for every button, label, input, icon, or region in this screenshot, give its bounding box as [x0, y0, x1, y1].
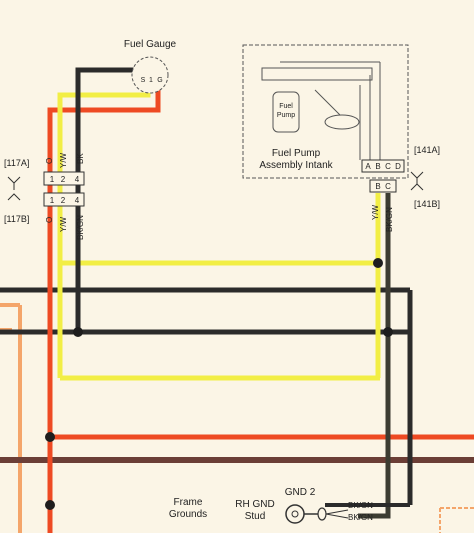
pin-117a-2: 2	[61, 175, 66, 184]
conn-141a-label: [141A]	[414, 145, 440, 155]
wire-label-o-top: O	[45, 158, 54, 164]
frame-ground-symbol-icon	[439, 507, 474, 533]
pin-141b-b: B	[375, 182, 380, 191]
pin-141a-d: D	[395, 162, 401, 171]
pin-117a-1: 1	[50, 175, 55, 184]
wire-label-yw-bot: Y/W	[59, 216, 68, 232]
conn-141b-label: [141B]	[414, 199, 440, 209]
gnd2-label: GND 2	[285, 487, 316, 498]
fuel-pump-label-2: Assembly Intank	[259, 160, 333, 171]
pin-141a-c: C	[385, 162, 391, 171]
gauge-pin-s: S	[141, 77, 146, 84]
pin-117b-2: 2	[61, 196, 66, 205]
connector-141: A B C D B C [141A] [141B]	[361, 145, 440, 209]
connector-symbol-icon	[7, 176, 21, 201]
frame-grounds-label-2: Grounds	[169, 509, 207, 520]
pin-141a-a: A	[365, 162, 371, 171]
pump-black-wire	[358, 193, 391, 519]
frame-grounds-label-1: Frame	[174, 497, 203, 508]
pin-117b-4: 4	[75, 196, 80, 205]
fuel-gauge: Fuel Gauge S 1 G	[124, 39, 177, 94]
wire-label-bkgn-gnd2: BK/GN	[348, 513, 373, 522]
wire-label-o-bot: O	[45, 217, 54, 223]
gauge-pin-1: 1	[149, 77, 153, 84]
connector-117: 1 2 4 1 2 4 [117A] [117B]	[4, 158, 85, 224]
wire-label-bkgn-right: BK/GN	[385, 207, 394, 232]
wire-labels: O Y/W BK O Y/W BK/GN Y/W BK/GN BK/GN BK/…	[45, 152, 394, 522]
wire-label-yw-top: Y/W	[59, 152, 68, 168]
connector-symbol-icon	[410, 171, 424, 191]
ground-stud: GND 2 RH GND Stud	[235, 487, 349, 524]
pin-141b-c: C	[385, 182, 391, 191]
fuel-pump-label-1: Fuel Pump	[272, 148, 321, 159]
pump-inner-label-2: Pump	[277, 112, 295, 119]
fuel-pump-assembly: Fuel Pump Fuel Pump Assembly Intank	[242, 44, 409, 179]
rh-gnd-label-1: RH GND	[235, 499, 274, 510]
pin-141a-b: B	[375, 162, 380, 171]
pin-117a-4: 4	[75, 175, 80, 184]
wire-label-yw-right: Y/W	[371, 204, 380, 220]
pin-117b-1: 1	[50, 196, 55, 205]
conn-117b-label: [117B]	[4, 214, 29, 224]
wire-label-bkgn-gnd1: BK/GN	[348, 501, 373, 510]
pump-inner-label-1: Fuel	[279, 103, 293, 110]
wire-label-bk-top: BK	[76, 153, 85, 164]
wire-label-bkgn-bot: BK/GN	[76, 215, 85, 240]
rh-gnd-label-2: Stud	[245, 511, 266, 522]
splice-dots	[45, 258, 393, 510]
fuel-gauge-label: Fuel Gauge	[124, 39, 177, 50]
gauge-pin-g: G	[157, 77, 162, 84]
conn-117a-label: [117A]	[4, 158, 29, 168]
